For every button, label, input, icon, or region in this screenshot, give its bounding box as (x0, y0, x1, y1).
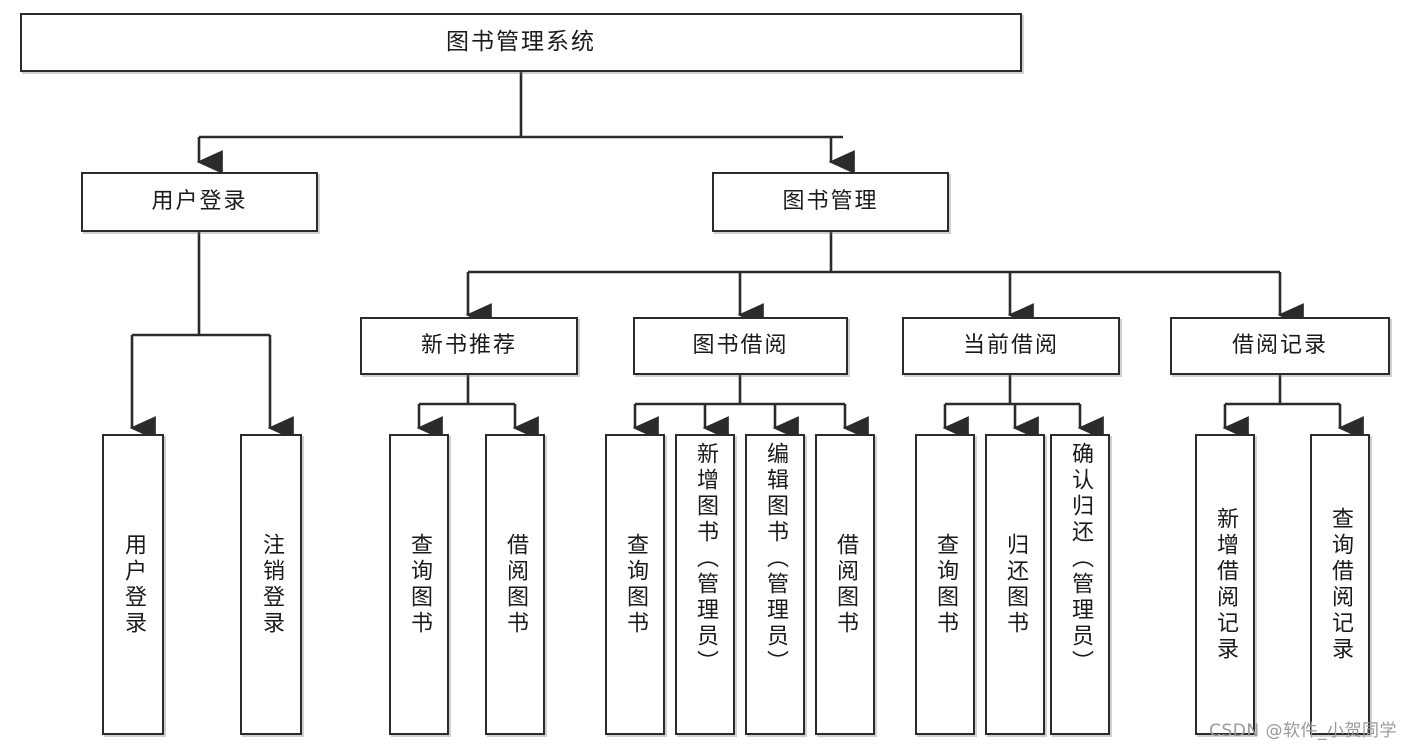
node-label: 编辑图书（管理员） (763, 442, 788, 676)
node-label: 新书推荐 (420, 333, 517, 359)
leaf-borrow-book[interactable]: 借阅图书 (815, 434, 875, 735)
node-label: 借阅图书 (503, 532, 528, 637)
node-new-book-recommend[interactable]: 新书推荐 (360, 317, 578, 375)
leaf-edit-book-admin[interactable]: 编辑图书（管理员） (745, 434, 805, 735)
node-label: 用户登录 (121, 532, 146, 637)
leaf-return-book[interactable]: 归还图书 (985, 434, 1045, 735)
node-label: 借阅记录 (1231, 333, 1328, 359)
leaf-query-borrow-record[interactable]: 查询借阅记录 (1310, 434, 1370, 735)
csdn-watermark: CSDN @软件_小贺同学 (1209, 721, 1397, 741)
node-book-management[interactable]: 图书管理 (712, 172, 949, 232)
node-label: 新增图书（管理员） (693, 442, 718, 676)
node-current-borrow[interactable]: 当前借阅 (902, 317, 1120, 375)
node-label: 注销登录 (259, 532, 284, 637)
leaf-add-borrow-record[interactable]: 新增借阅记录 (1195, 434, 1255, 735)
node-label: 当前借阅 (962, 333, 1059, 359)
node-label: 查询图书 (623, 532, 648, 637)
node-label: 图书管理 (782, 189, 879, 215)
node-label: 新增借阅记录 (1213, 506, 1238, 663)
node-label: 用户登录 (151, 189, 248, 215)
node-label: 查询图书 (933, 532, 958, 637)
node-label: 查询借阅记录 (1328, 506, 1353, 663)
node-user-login[interactable]: 用户登录 (81, 172, 318, 232)
node-book-management-system[interactable]: 图书管理系统 (20, 13, 1022, 72)
leaf-query-book-borrow[interactable]: 查询图书 (605, 434, 665, 735)
leaf-borrow-book-recommend[interactable]: 借阅图书 (485, 434, 545, 735)
node-book-borrow[interactable]: 图书借阅 (633, 317, 848, 375)
node-label: 归还图书 (1003, 532, 1028, 637)
leaf-query-book-recommend[interactable]: 查询图书 (389, 434, 449, 735)
leaf-query-book-current[interactable]: 查询图书 (915, 434, 975, 735)
node-borrow-records[interactable]: 借阅记录 (1170, 317, 1390, 375)
leaf-add-book-admin[interactable]: 新增图书（管理员） (675, 434, 735, 735)
leaf-user-login[interactable]: 用户登录 (102, 434, 164, 735)
leaf-confirm-return-admin[interactable]: 确认归还（管理员） (1050, 434, 1110, 735)
node-label: 确认归还（管理员） (1068, 442, 1093, 676)
node-label: 借阅图书 (833, 532, 858, 637)
node-label: 图书借阅 (692, 333, 789, 359)
leaf-logout[interactable]: 注销登录 (240, 434, 302, 735)
node-label: 图书管理系统 (446, 29, 596, 56)
node-label: 查询图书 (407, 532, 432, 637)
